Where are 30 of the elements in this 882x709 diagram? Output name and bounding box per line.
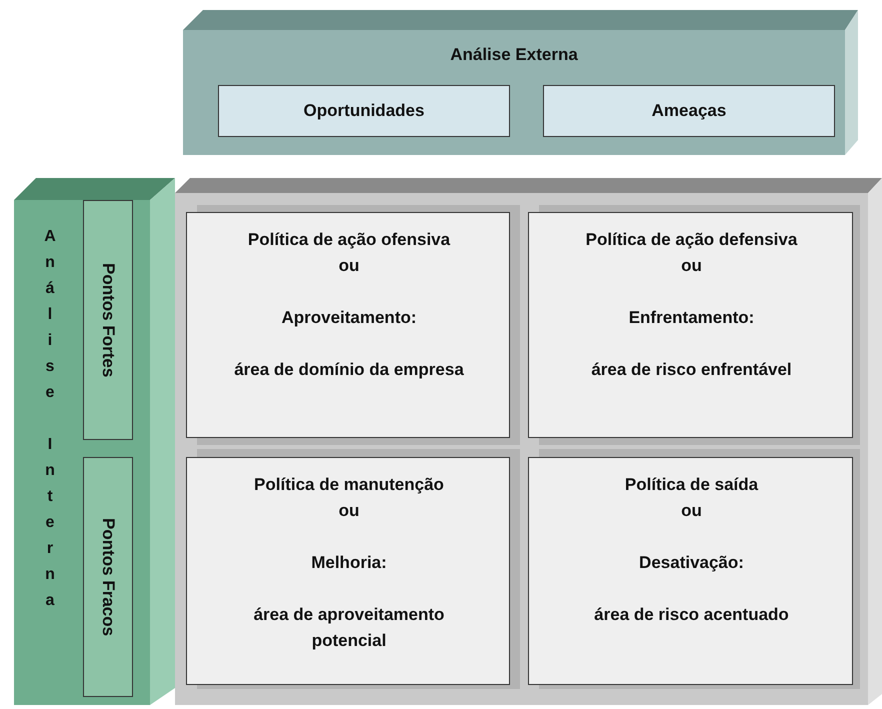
category-label: Oportunidades [304,101,424,121]
strategy-label: Aproveitamento: [280,307,418,329]
area-description: área de domínio da empresa [234,359,464,381]
area-description: área de aproveitamento potencial [252,604,446,652]
category-box [218,85,510,137]
category-box [83,457,133,697]
strategy-label: Enfrentamento: [628,307,756,329]
connector-word: ou [680,500,703,522]
category-box [83,200,133,440]
band-heading: Análise Interna [43,227,57,611]
policy-title: Política de ação defensiva [584,229,798,251]
connector-word: ou [338,255,360,277]
area-description: área de risco acentuado [593,604,790,626]
strategy-label: Desativação: [638,552,745,574]
connector-word: ou [338,500,360,522]
policy-title: Política de ação ofensiva [246,229,452,251]
category-label: Pontos Fracos [98,518,118,636]
strategy-box [186,212,510,438]
band-heading: Análise Externa [449,45,579,65]
strategy-box [528,457,853,685]
strategy-label: Melhoria: [310,552,388,574]
category-box [543,85,835,137]
strategy-box [528,212,853,438]
area-description: área de risco enfrentável [590,359,793,381]
policy-title: Política de manutenção [253,474,445,496]
category-label: Pontos Fortes [98,262,118,378]
category-label: Ameaças [652,101,726,121]
connector-word: ou [680,255,703,277]
strategy-box [186,457,510,685]
policy-title: Política de saída [624,474,760,496]
